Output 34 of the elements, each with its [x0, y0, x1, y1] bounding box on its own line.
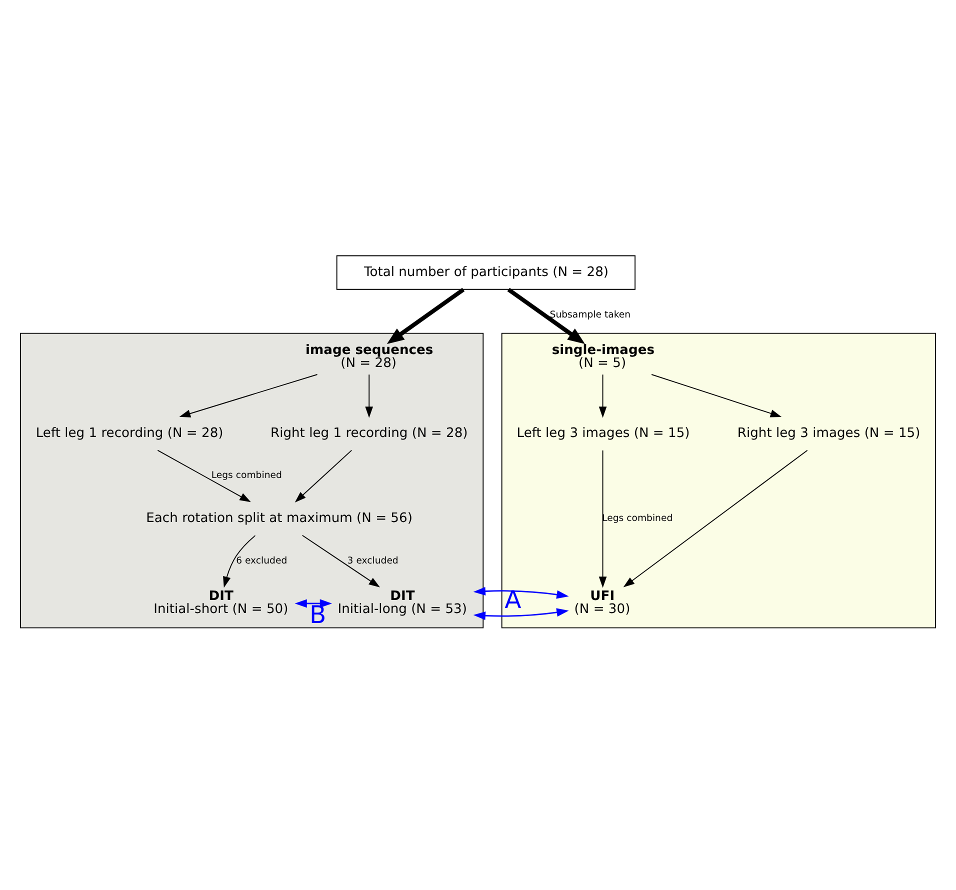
arrow [157, 449, 251, 502]
arrow [365, 374, 374, 418]
node-text: UFI (N = 30) [574, 588, 630, 617]
arrow [386, 287, 465, 344]
cluster [501, 332, 936, 628]
edge-label: 6 excluded [236, 554, 288, 566]
cluster [20, 332, 484, 628]
arrow [598, 449, 607, 588]
node-text: Each rotation split at maximum (N = 56) [146, 510, 412, 526]
edge-label: Legs combined [602, 512, 673, 524]
arrow [302, 534, 380, 587]
arrow [507, 287, 585, 344]
node-text: DIT Initial-short (N = 50) [154, 588, 288, 617]
node-text: image sequences (N = 28) [306, 342, 434, 371]
node-text: Left leg 1 recording (N = 28) [36, 425, 224, 440]
edge-label: 3 excluded [347, 554, 398, 566]
arrow [623, 449, 808, 587]
node-text: single-images (N = 5) [552, 342, 655, 371]
node-text: Right leg 1 recording (N = 28) [270, 425, 468, 440]
node-text: Right leg 3 images (N = 15) [737, 425, 920, 440]
edge-label: Subsample taken [550, 308, 631, 320]
edge-label: A [504, 584, 522, 614]
arrow [651, 374, 782, 417]
edge-label: B [310, 599, 326, 628]
arrow [473, 586, 569, 620]
edge-label: Legs combined [211, 470, 282, 481]
arrow [294, 449, 352, 502]
node-text: DIT Initial-long (N = 53) [338, 588, 467, 617]
arrow [223, 534, 256, 588]
node-text: Left leg 3 images (N = 15) [516, 425, 690, 440]
node-box: Total number of participants (N = 28) [336, 254, 636, 290]
arrow [598, 374, 607, 418]
arrow [294, 598, 332, 608]
arrow [179, 374, 318, 417]
